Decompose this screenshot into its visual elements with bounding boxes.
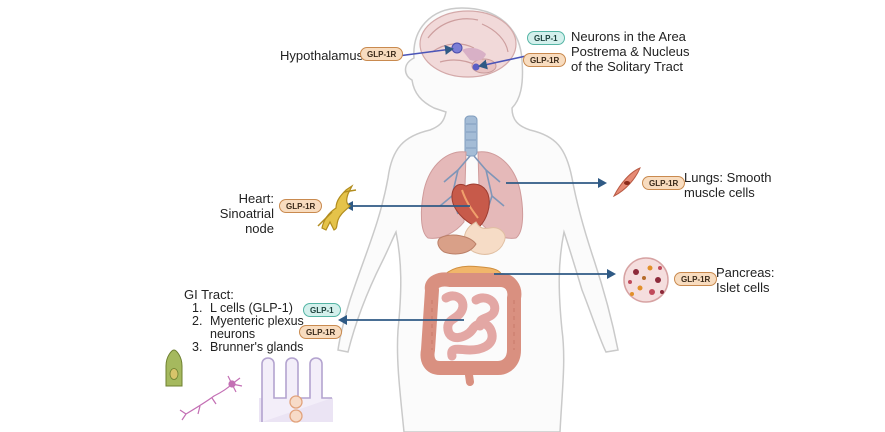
lungs-label-line-2: muscle cells <box>684 185 755 200</box>
heart-label: Heart: Sinoatrial node <box>190 191 274 236</box>
pancreas-label: Pancreas: Islet cells <box>716 265 775 295</box>
gi-item-number: 2. <box>192 314 203 328</box>
hypothalamus-label: Hypothalamus <box>280 48 364 63</box>
pancreas-label-line-1: Pancreas: <box>716 265 775 280</box>
glp1r-badge-gi: GLP-1R <box>299 325 343 339</box>
myenteric-neuron <box>179 375 243 421</box>
brain <box>419 10 517 78</box>
gi-item-number: 1. <box>192 301 203 315</box>
brainstem-marker <box>472 63 480 71</box>
heart-organ <box>451 183 490 227</box>
brainstem-label-line-3: of the Solitary Tract <box>571 59 683 74</box>
glp1r-badge-heart: GLP-1R <box>279 199 323 213</box>
lungs-label: Lungs: Smooth muscle cells <box>684 170 771 200</box>
l-cell <box>165 349 183 387</box>
pancreatic-islet <box>623 257 669 303</box>
gi-list-item: 1. L cells (GLP-1) <box>192 302 304 315</box>
trachea <box>464 115 478 157</box>
gi-item-text-cont: neurons <box>210 327 256 341</box>
glp1r-badge-brainstem: GLP-1R <box>523 53 567 67</box>
glp1r-badge-lungs: GLP-1R <box>642 176 686 190</box>
arrow-hypothalamus <box>397 44 454 57</box>
liver <box>437 234 477 255</box>
gi-list-item: 2. Myenteric plexus neurons <box>192 315 304 341</box>
pancreas-label-line-2: Islet cells <box>716 280 770 295</box>
hypothalamus-marker <box>451 42 463 54</box>
heart-label-line-1: Heart: <box>238 191 274 206</box>
gi-item-number: 3. <box>192 340 203 354</box>
gi-title: GI Tract: <box>184 287 234 302</box>
gi-list: 1. L cells (GLP-1) 2. Myenteric plexus n… <box>192 302 304 354</box>
lungs <box>420 151 524 239</box>
rectum <box>464 364 474 386</box>
arrow-brainstem <box>478 55 527 70</box>
gi-item-text: Myenteric plexus <box>210 314 304 328</box>
small-intestine <box>441 291 500 361</box>
sinoatrial-node-cell <box>317 184 357 231</box>
brainstem-label-line-2: Postrema & Nucleus <box>571 44 690 59</box>
brunners-glands <box>259 357 333 423</box>
gi-item-text: L cells (GLP-1) <box>210 301 293 315</box>
glp1-badge-gi: GLP-1 <box>303 303 341 317</box>
heart-label-line-2: Sinoatrial node <box>219 206 274 236</box>
lungs-label-line-1: Lungs: Smooth <box>684 170 772 185</box>
glp1r-badge-pancreas: GLP-1R <box>674 272 718 286</box>
brainstem-label-line-1: Neurons in the Area <box>571 29 686 44</box>
glp1-badge-brainstem: GLP-1 <box>527 31 565 45</box>
brainstem-neurons-label: Neurons in the Area Postrema & Nucleus o… <box>571 29 690 74</box>
glp1r-badge-hypothalamus: GLP-1R <box>360 47 404 61</box>
gi-list-item: 3. Brunner's glands <box>192 341 304 354</box>
gi-item-text: Brunner's glands <box>210 340 304 354</box>
